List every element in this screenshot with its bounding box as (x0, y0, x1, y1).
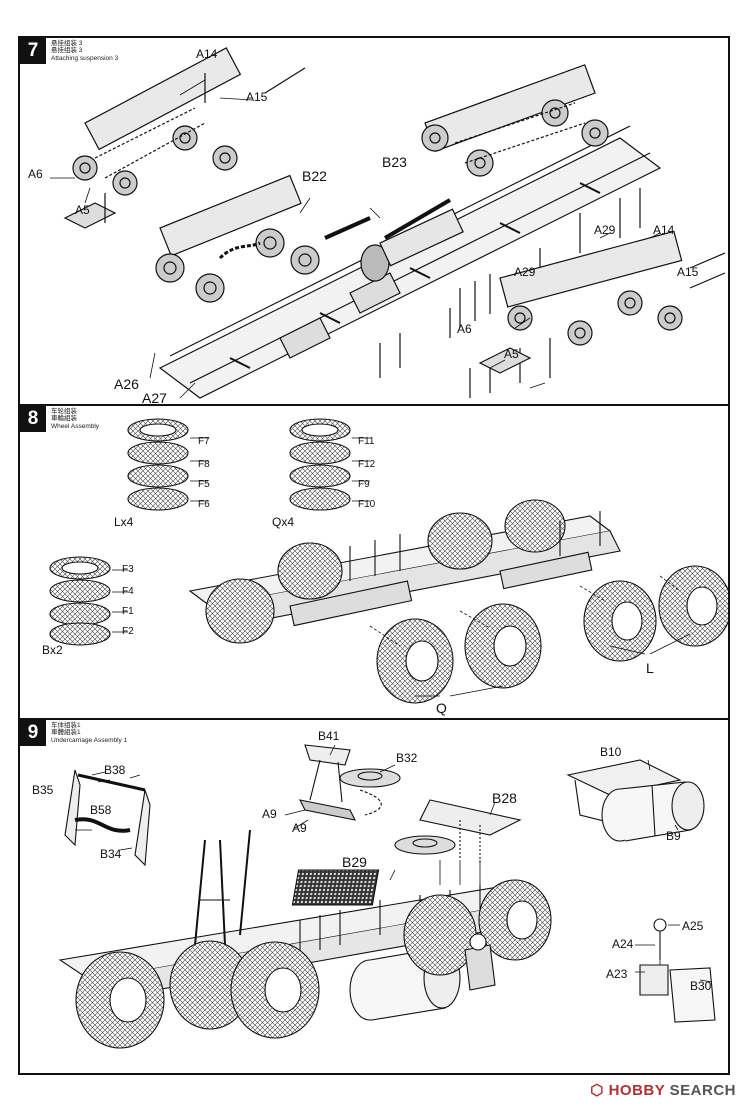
step-7-panel: 7 悬挂组装 3 悬挂组装 3 Attaching suspension 3 (18, 36, 730, 406)
part-label-f8: F8 (198, 459, 210, 470)
wheel-position-q: Q (436, 700, 447, 716)
watermark-brand: HOBBY (608, 1082, 665, 1099)
step-title-cn-1: 车体组装1 (51, 722, 81, 729)
part-label-f12: F12 (358, 459, 376, 470)
step-8-illustration (49, 418, 728, 704)
part-label-a26: A26 (114, 376, 139, 392)
part-label-a14: A14 (196, 47, 218, 61)
step-8-panel: 8 车轮组装 車輪組装 Wheel Assembly (18, 404, 730, 720)
step-title-cn-2: 車輪組装 (51, 415, 77, 423)
part-label-b41: B41 (318, 729, 340, 743)
part-label-b28: B28 (492, 790, 517, 806)
step-9-panel: 9 车体组装1 車體組装1 Undercarriage Assembly 1 (18, 718, 730, 1075)
part-label-b10: B10 (600, 745, 622, 759)
part-label-b30: B30 (690, 979, 712, 993)
part-label-a25: A25 (682, 919, 704, 933)
part-label-a27: A27 (142, 390, 167, 406)
wheel-position-l: L (646, 660, 654, 676)
part-label-b9: B9 (666, 829, 681, 843)
part-label-a15: A15 (246, 90, 268, 104)
part-label-b34: B34 (100, 847, 122, 861)
step-number: 9 (20, 720, 46, 746)
part-label-f9: F9 (358, 479, 370, 490)
wheel-set-l-qty: Lx4 (114, 515, 134, 529)
step-title-en: Wheel Assembly (51, 422, 100, 430)
part-label-f10: F10 (358, 499, 376, 510)
step-heading: 车轮组装 車輪組装 Wheel Assembly (51, 408, 99, 430)
step-heading: 车体组装1 車體組装1 Undercarriage Assembly 1 (51, 722, 127, 744)
part-label-f5: F5 (198, 479, 210, 490)
step-title-en: Attaching suspension 3 (51, 54, 119, 62)
step-title-cn-1: 车轮组装 (51, 408, 77, 415)
part-label-a15-right: A15 (677, 265, 699, 279)
part-label-a5-right: A5 (504, 347, 519, 361)
hobby-search-logo-icon: ⬡ (590, 1082, 604, 1099)
part-label-a9-lower: A9 (292, 821, 307, 835)
part-label-a23: A23 (606, 967, 628, 981)
step-9-illustration (58, 744, 716, 1049)
part-label-b23: B23 (382, 154, 407, 170)
part-label-b29: B29 (342, 854, 367, 870)
part-label-b32: B32 (396, 751, 418, 765)
watermark-search: SEARCH (664, 1082, 736, 1099)
step-number: 7 (20, 38, 46, 64)
part-label-f4: F4 (122, 586, 134, 597)
part-label-b38: B38 (104, 763, 126, 777)
part-label-a14-right: A14 (653, 223, 675, 237)
part-label-f2: F2 (122, 626, 134, 637)
step-title-cn-1: 悬挂组装 3 (51, 40, 83, 47)
part-label-a6-right: A6 (457, 322, 472, 336)
part-label-f3: F3 (122, 564, 134, 575)
part-label-f7: F7 (198, 436, 210, 447)
part-label-a29-left: A29 (514, 265, 536, 279)
part-label-f6: F6 (198, 499, 210, 510)
step-title-cn-2: 悬挂组装 3 (51, 47, 83, 55)
part-label-a6: A6 (28, 167, 43, 181)
wheel-set-q-qty: Qx4 (272, 515, 295, 529)
watermark: ⬡ HOBBY SEARCH (590, 1081, 736, 1099)
part-label-a9-upper: A9 (262, 807, 277, 821)
part-label-b58: B58 (90, 803, 112, 817)
part-label-a29-top: A29 (594, 223, 616, 237)
part-label-b35: B35 (32, 783, 54, 797)
wheel-set-b-qty: Bx2 (42, 643, 63, 657)
part-label-a5: A5 (75, 203, 90, 217)
step-title-cn-2: 車體組装1 (51, 729, 81, 737)
part-label-b22: B22 (302, 168, 327, 184)
step-number: 8 (20, 406, 46, 432)
part-label-f1: F1 (122, 606, 134, 617)
step-heading: 悬挂组装 3 悬挂组装 3 Attaching suspension 3 (51, 40, 118, 62)
part-label-f11: F11 (358, 436, 375, 447)
step-7-illustration (50, 47, 726, 399)
part-label-a24: A24 (612, 937, 634, 951)
step-title-en: Undercarriage Assembly 1 (51, 736, 128, 744)
